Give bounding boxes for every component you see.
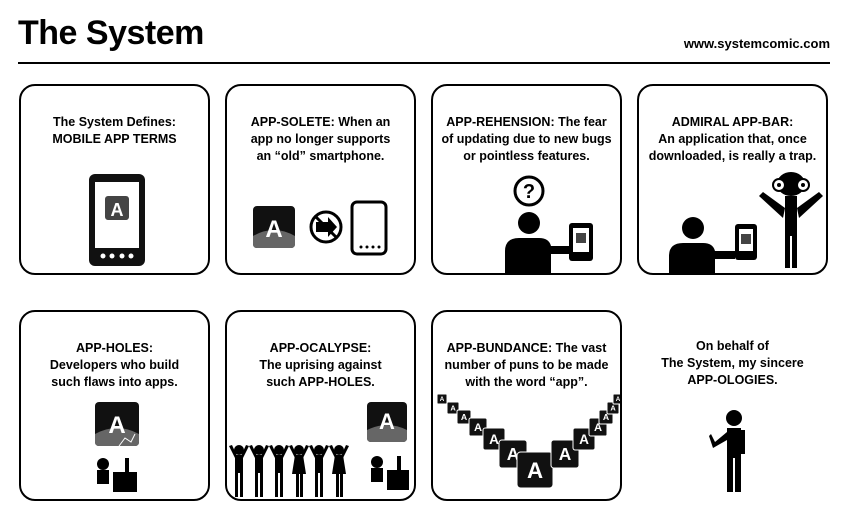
panel-5-caption: APP-HOLES: Developers who build such fla… [21,340,208,391]
caption-line: such flaws into apps. [51,375,178,389]
svg-text:?: ? [523,181,535,203]
comic-title: The System [18,14,204,52]
app-tile-icon: A [436,393,448,405]
caption-line: APP-OLOGIES. [687,373,778,387]
app-holes-art: A [95,402,139,492]
app-letter: A [461,412,468,422]
person-icon [505,212,571,273]
caption-line: On behalf of [696,339,769,353]
caption-line: MOBILE APP TERMS [52,132,177,146]
man-waving-icon [709,410,745,492]
header-rule [18,62,830,64]
app-letter: A [610,404,616,413]
caption-line: an “old” smartphone. [256,149,385,163]
developer-at-desk-icon [371,456,409,490]
caption-line: APP-OCALYPSE: [269,341,372,355]
caption-line: APP-BUNDANCE: The vast [446,341,607,355]
panel-6: APP-OCALYPSE: The uprising against such … [225,310,416,501]
caption-line: APP-HOLES: [75,341,154,355]
app-letter: A [111,200,124,220]
caption-line: app no longer supports [250,132,391,146]
app-letter: A [379,409,395,434]
panel-5: APP-HOLES: Developers who build such fla… [19,310,210,501]
panel-7-caption: APP-BUNDANCE: The vast number of puns to… [433,340,620,391]
panel-2: APP-SOLETE: When an app no longer suppor… [225,84,416,275]
panel-6-caption: APP-OCALYPSE: The uprising against such … [227,340,414,391]
caption-line: The System, my sincere [661,356,804,370]
panel-8: On behalf of The System, my sincere APP-… [637,310,828,501]
app-tile-icon: A [446,401,460,415]
apologizing-man-art [709,410,745,492]
app-tile-icon: A [516,451,554,489]
old-phone-icon [350,200,388,256]
person-icon [669,217,735,273]
panel-7: APP-BUNDANCE: The vast number of puns to… [431,310,622,501]
app-solete-art: A [253,200,388,256]
question-mark-icon: ? [513,175,545,207]
app-letter: A [579,432,589,447]
caption-line: APP-REHENSION: The fear [446,115,607,129]
panel-3: APP-REHENSION: The fear of updating due … [431,84,622,275]
panel-4: ADMIRAL APP-BAR: An application that, on… [637,84,828,275]
app-letter: A [594,422,602,434]
caption-line: The uprising against [259,358,382,372]
app-letter: A [527,458,543,483]
admiral-app-bar-art [669,172,823,273]
cracked-app-tile-icon: A [95,402,139,447]
angry-mob-icon [229,445,349,497]
app-tile-icon: A [606,401,620,415]
caption-line: The System Defines: [53,115,176,129]
caption-line: An application that, once [658,132,807,146]
caption-line: such APP-HOLES. [266,375,375,389]
phone-icon [569,223,593,261]
panel-4-caption: ADMIRAL APP-BAR: An application that, on… [639,114,826,165]
app-tile-icon: A [612,393,621,405]
app-letter: A [616,396,621,403]
phone-icon [735,224,757,260]
phone-with-app-icon: A [89,174,145,266]
developer-at-desk-icon [97,458,137,492]
app-tile-icon: A [550,439,580,469]
app-ocalypse-art: A [229,402,409,497]
app-letter: A [450,404,456,413]
app-letter: A [559,444,572,464]
app-letter: A [440,396,445,403]
app-tile-icon: A [456,409,472,425]
no-entry-arrow-icon [309,210,343,244]
app-letter: A [603,412,610,422]
admiral-ackbar-icon [759,172,823,268]
app-letter: A [474,422,482,434]
caption-line: with the word “app”. [465,375,588,389]
panel-8-caption: On behalf of The System, my sincere APP-… [637,338,828,389]
caption-line: APP-SOLETE: When an [250,115,391,129]
caption-line: of updating due to new bugs [441,132,612,146]
caption-line: downloaded, is really a trap. [648,149,817,163]
panel-1: The System Defines: MOBILE APP TERMS A [19,84,210,275]
cracked-app-tile-icon: A [367,402,407,442]
app-letter: A [265,216,282,243]
caption-line: ADMIRAL APP-BAR: [671,115,794,129]
app-letter: A [507,444,520,464]
panel-1-caption: The System Defines: MOBILE APP TERMS [21,114,208,148]
panel-3-caption: APP-REHENSION: The fear of updating due … [433,114,620,165]
app-letter: A [108,412,125,439]
app-tile-icon: A [253,206,295,248]
caption-line: Developers who build [49,358,180,372]
apprehension-art: ? [505,175,593,273]
app-letter: A [489,432,499,447]
panel-2-caption: APP-SOLETE: When an app no longer suppor… [227,114,414,165]
caption-line: number of puns to be made [444,358,609,372]
caption-line: or pointless features. [463,149,590,163]
comic-url: www.systemcomic.com [683,36,830,51]
